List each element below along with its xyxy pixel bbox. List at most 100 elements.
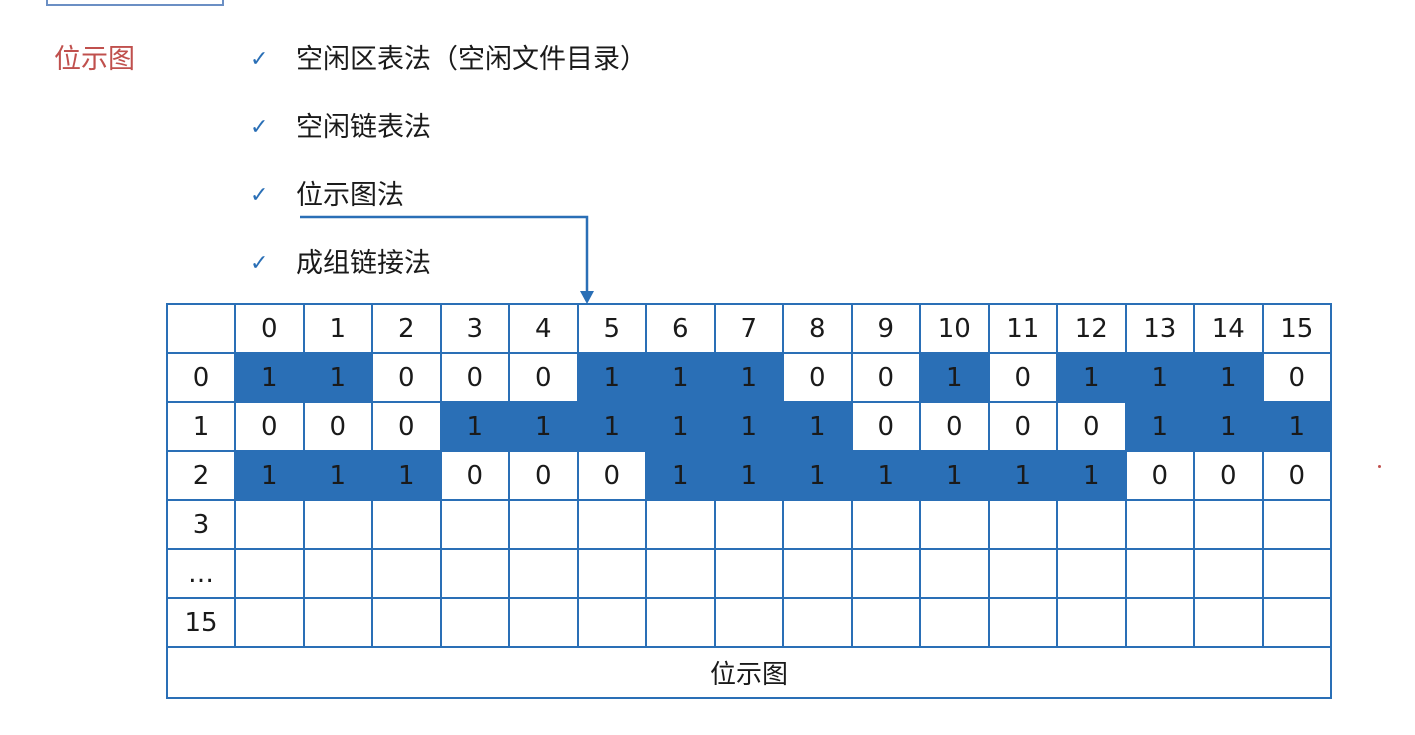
bit-cell: 1 [713,401,784,452]
column-header: 8 [782,303,853,354]
column-header: 2 [371,303,442,354]
bit-cell: 0 [987,352,1058,403]
bit-cell [782,499,853,550]
bit-cell [919,499,990,550]
bit-cell [508,597,579,648]
column-header: 13 [1124,303,1195,354]
bit-cell [1261,548,1332,599]
bit-cell [576,597,647,648]
method-item: ✓ 位示图法 [250,176,647,244]
bit-cell: 1 [576,352,647,403]
row-header: 2 [166,450,236,501]
bit-cell [987,548,1058,599]
bit-cell: 1 [576,401,647,452]
bit-cell [302,499,373,550]
bit-cell [302,548,373,599]
bit-cell [1124,597,1195,648]
row-header: 3 [166,499,236,550]
bit-cell: 1 [645,352,716,403]
section-title: 位示图 [54,44,135,75]
check-icon: ✓ [250,47,269,72]
column-header: 3 [439,303,510,354]
bit-cell [850,548,921,599]
bit-cell: 0 [1124,450,1195,501]
method-label: 位示图法 [296,180,404,211]
bit-cell [439,499,510,550]
bit-cell [1261,499,1332,550]
bit-cell: 1 [1056,352,1127,403]
method-item: ✓ 成组链接法 [250,244,647,312]
column-header: 9 [850,303,921,354]
bit-cell [1124,499,1195,550]
column-header: 15 [1261,303,1332,354]
bit-cell: 1 [919,450,990,501]
method-label: 成组链接法 [296,248,431,279]
bit-cell [1056,499,1127,550]
bit-cell: 1 [1124,352,1195,403]
bit-cell [371,499,442,550]
bit-cell [713,548,784,599]
bit-cell: 1 [713,352,784,403]
bit-cell [919,597,990,648]
bit-cell: 0 [1261,352,1332,403]
table-row: 3 [166,499,1332,550]
bit-cell [576,548,647,599]
bit-cell: 0 [371,352,442,403]
bit-cell [1056,597,1127,648]
bit-cell [234,597,305,648]
bit-cell: 1 [782,401,853,452]
bit-cell [850,597,921,648]
bit-cell: 0 [850,352,921,403]
bit-cell [645,499,716,550]
bit-cell: 1 [782,450,853,501]
column-header: 11 [987,303,1058,354]
column-header: 12 [1056,303,1127,354]
column-header: 4 [508,303,579,354]
bit-cell: 1 [234,450,305,501]
top-frame [46,0,224,6]
column-header: 0 [234,303,305,354]
bit-cell [1193,499,1264,550]
bit-cell [987,499,1058,550]
bit-cell [850,499,921,550]
bit-cell: 1 [508,401,579,452]
bit-cell: 0 [234,401,305,452]
bit-cell: 1 [919,352,990,403]
bit-cell [439,597,510,648]
bit-cell [782,597,853,648]
bit-cell: 0 [439,352,510,403]
bit-cell [234,548,305,599]
bit-cell [439,548,510,599]
corner-cell [166,303,236,354]
bit-cell: 0 [302,401,373,452]
table-row: 15 [166,597,1332,648]
bit-cell [1193,597,1264,648]
bit-cell: 0 [987,401,1058,452]
method-item: ✓ 空闲链表法 [250,108,647,176]
bit-cell [234,499,305,550]
bit-cell [1261,597,1332,648]
method-list: ✓ 空闲区表法（空闲文件目录） ✓ 空闲链表法 ✓ 位示图法 ✓ 成组链接法 [250,40,647,312]
bit-cell [302,597,373,648]
bit-cell [645,548,716,599]
column-header: 7 [713,303,784,354]
column-header: 5 [576,303,647,354]
row-header: 1 [166,401,236,452]
bit-cell: 1 [1056,450,1127,501]
method-item: ✓ 空闲区表法（空闲文件目录） [250,40,647,108]
method-label: 空闲链表法 [296,112,431,143]
row-header: … [166,548,236,599]
bit-cell [576,499,647,550]
bit-cell [987,597,1058,648]
bit-cell: 1 [234,352,305,403]
column-header: 10 [919,303,990,354]
bit-cell [645,597,716,648]
bit-cell: 0 [1056,401,1127,452]
column-header: 6 [645,303,716,354]
bit-cell: 1 [713,450,784,501]
bit-cell: 1 [645,450,716,501]
method-label: 空闲区表法（空闲文件目录） [296,44,647,75]
